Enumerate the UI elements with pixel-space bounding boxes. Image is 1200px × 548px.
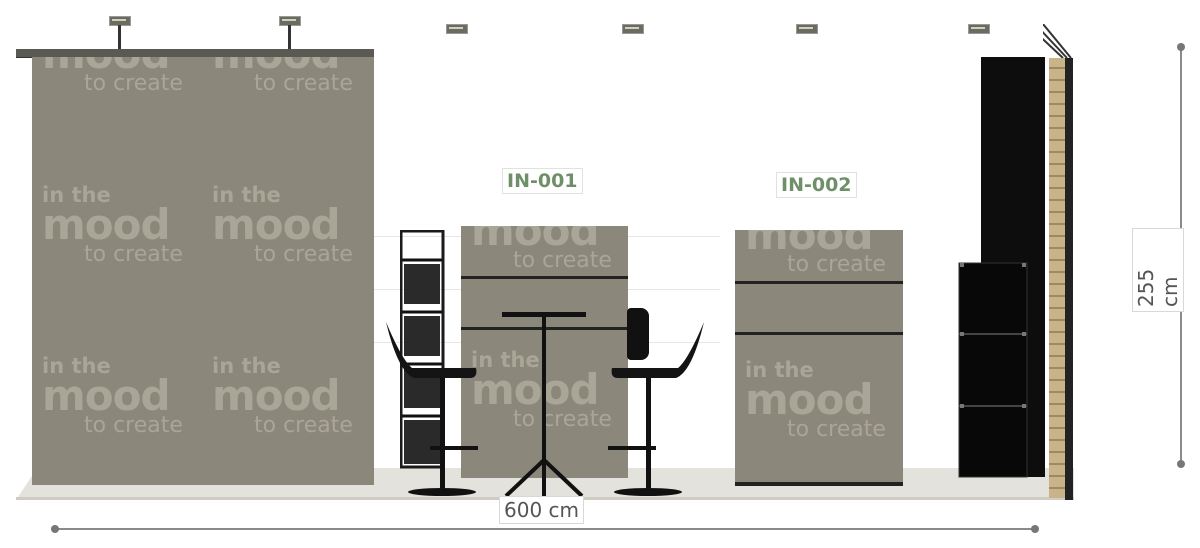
watermark: in the mood to create [42, 183, 183, 267]
watermark: in the mood to create [471, 348, 612, 432]
watermark: in the mood to create [42, 354, 183, 438]
height-dimension-start [1177, 43, 1185, 51]
watermark: in the mood to create [212, 354, 353, 438]
height-dimension-end [1177, 460, 1185, 468]
counter-shelf-line [735, 332, 903, 335]
width-dimension-line [55, 528, 1035, 530]
spotlight-arm [118, 25, 121, 49]
width-dimension-start [51, 525, 59, 533]
backdrop-panel: mood to create mood to create in the moo… [32, 57, 374, 485]
watermark: in the mood to create [212, 183, 353, 267]
spotlight-icon [968, 24, 990, 34]
height-dimension-label: 255 cm [1132, 228, 1184, 312]
watermark: mood to create [745, 230, 886, 277]
counter-code-label: IN-001 [502, 168, 583, 194]
watermark: mood to create [212, 57, 353, 96]
width-dimension-end [1031, 525, 1039, 533]
slatted-wall [1043, 24, 1073, 500]
counter-shelf-line [735, 281, 903, 284]
watermark: mood to create [471, 226, 612, 273]
counter-panel: mood to create in the mood to create [735, 230, 903, 486]
watermark: mood to create [42, 57, 183, 96]
bar-stool-icon [608, 322, 704, 496]
spotlight-icon [796, 24, 818, 34]
counter-base [735, 482, 903, 486]
bar-stool-icon [386, 322, 478, 496]
width-dimension-label: 600 cm [499, 496, 585, 524]
chair-back [627, 308, 649, 360]
watermark: in the mood to create [745, 358, 886, 442]
bar-table-icon [502, 312, 586, 498]
display-cabinet-icon [958, 262, 1028, 478]
spotlight-icon [446, 24, 468, 34]
spotlight-arm [288, 25, 291, 49]
counter-code-label: IN-002 [776, 172, 857, 198]
counter-shelf-line [461, 276, 628, 279]
spotlight-icon [622, 24, 644, 34]
